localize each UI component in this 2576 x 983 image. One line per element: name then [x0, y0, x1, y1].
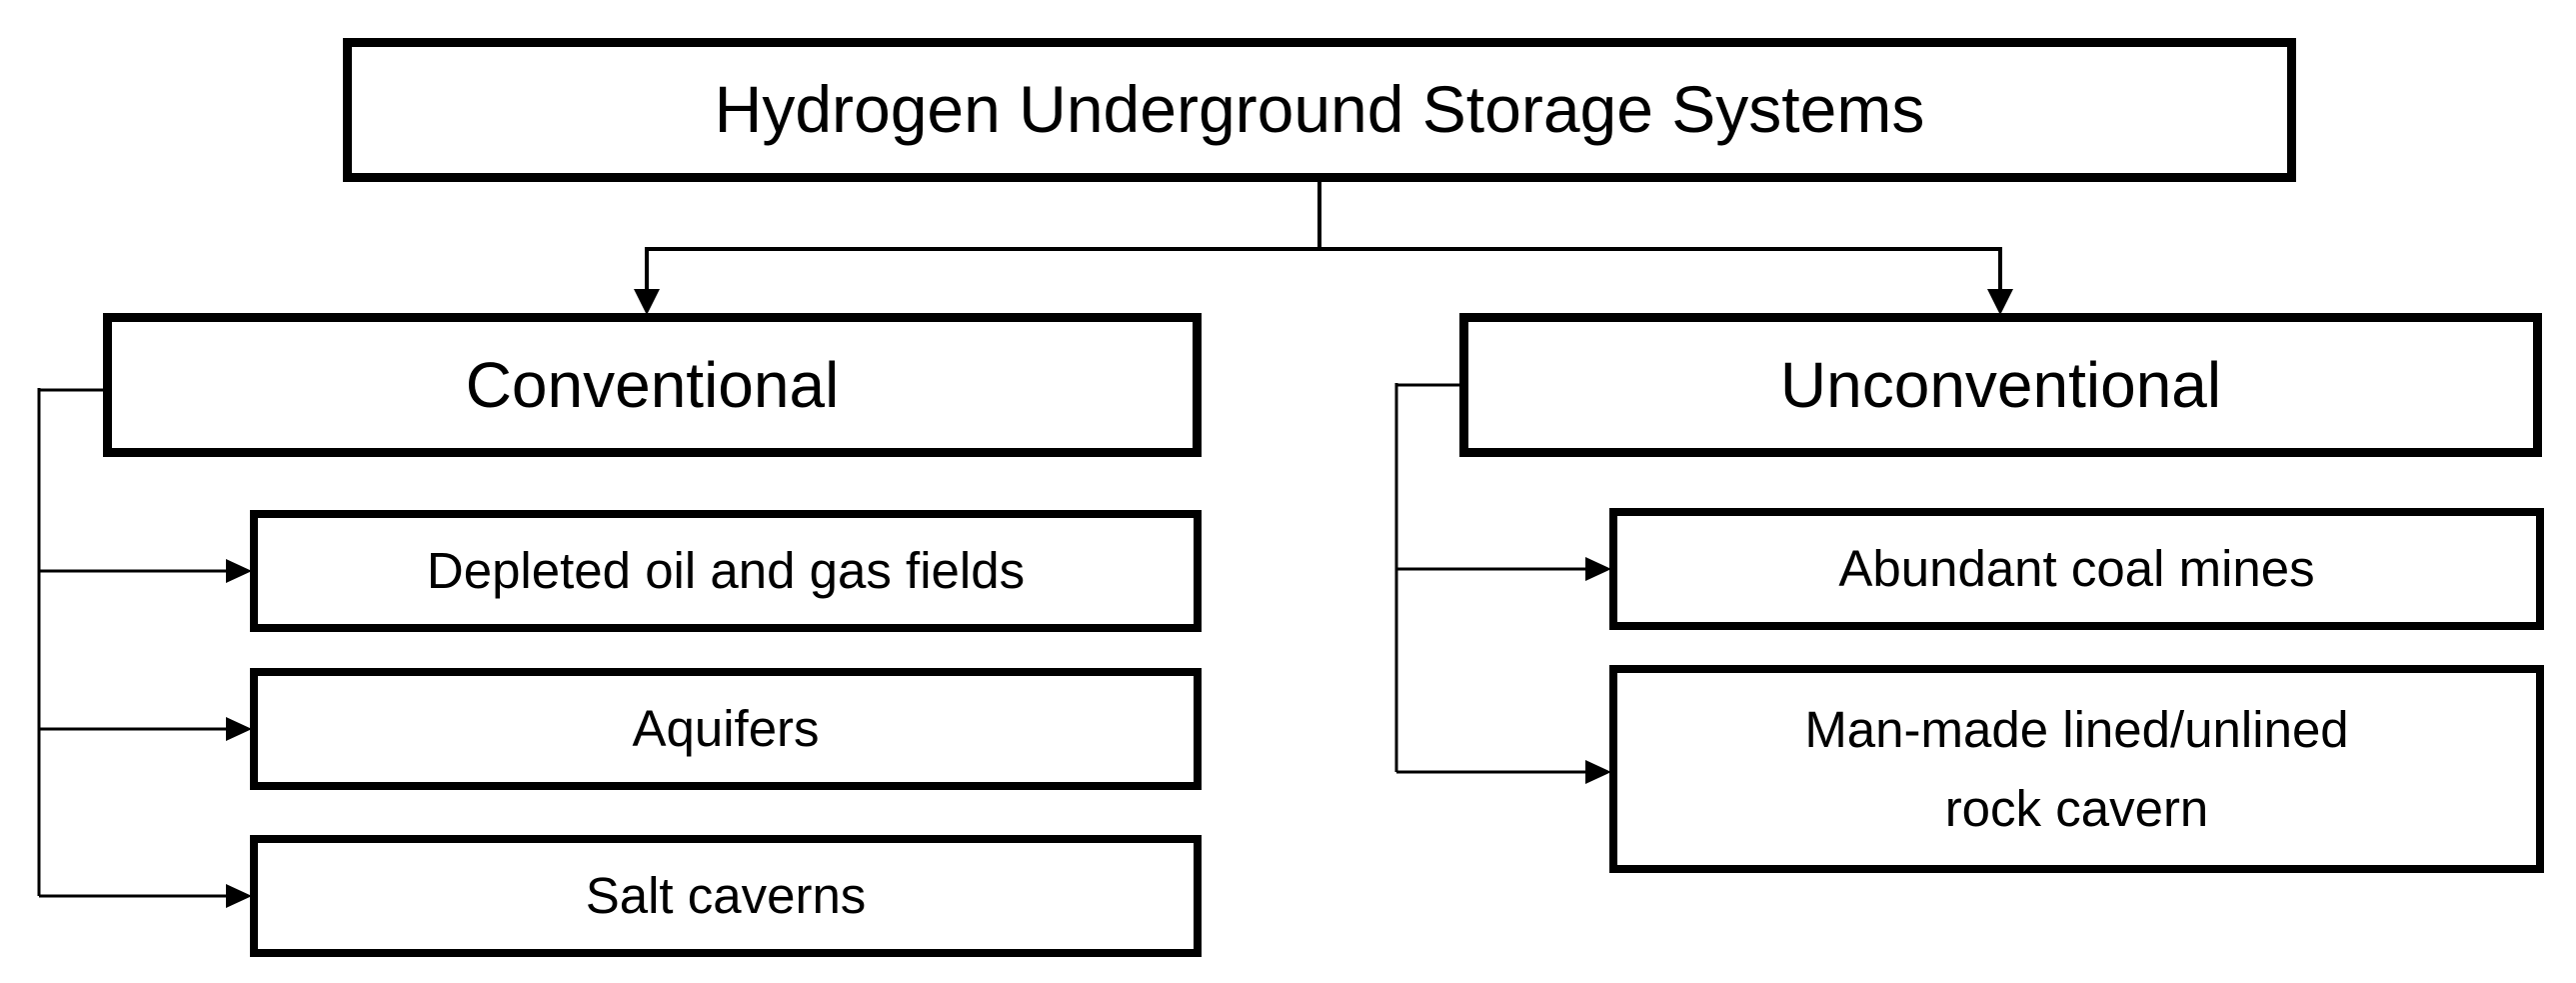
node-aquifers: Aquifers [250, 668, 1202, 790]
arrowhead-down-conventional [634, 289, 660, 315]
node-abundant-coal-mines: Abundant coal mines [1609, 508, 2544, 630]
arrowhead-right-coal [1585, 557, 1611, 581]
connector-root-to-branches [634, 182, 2013, 315]
node-root: Hydrogen Underground Storage Systems [343, 38, 2296, 182]
node-coal-label: Abundant coal mines [1838, 540, 2315, 598]
node-depleted-label: Depleted oil and gas fields [426, 542, 1026, 600]
arrowhead-right-aquifers [226, 717, 252, 741]
arrowhead-right-manmade [1585, 760, 1611, 784]
node-salt-caverns: Salt caverns [250, 835, 1202, 957]
connector-unconventional-to-children [1394, 383, 1611, 784]
node-aquifers-label: Aquifers [632, 700, 820, 758]
arrowhead-down-unconventional [1987, 289, 2013, 315]
node-conventional-label: Conventional [465, 348, 840, 421]
node-conventional: Conventional [103, 313, 1202, 457]
node-unconventional-label: Unconventional [1779, 348, 2222, 421]
arrowhead-right-salt [226, 884, 252, 908]
node-manmade-label: Man-made lined/unlined rock cavern [1804, 700, 2349, 837]
node-depleted-oil-gas-fields: Depleted oil and gas fields [250, 510, 1202, 632]
arrowhead-right-depleted [226, 559, 252, 583]
node-unconventional: Unconventional [1459, 313, 2542, 457]
node-root-label: Hydrogen Underground Storage Systems [714, 72, 1925, 147]
node-salt-label: Salt caverns [585, 867, 867, 925]
connector-conventional-to-children [37, 388, 252, 908]
node-man-made-rock-cavern: Man-made lined/unlined rock cavern [1609, 665, 2544, 873]
